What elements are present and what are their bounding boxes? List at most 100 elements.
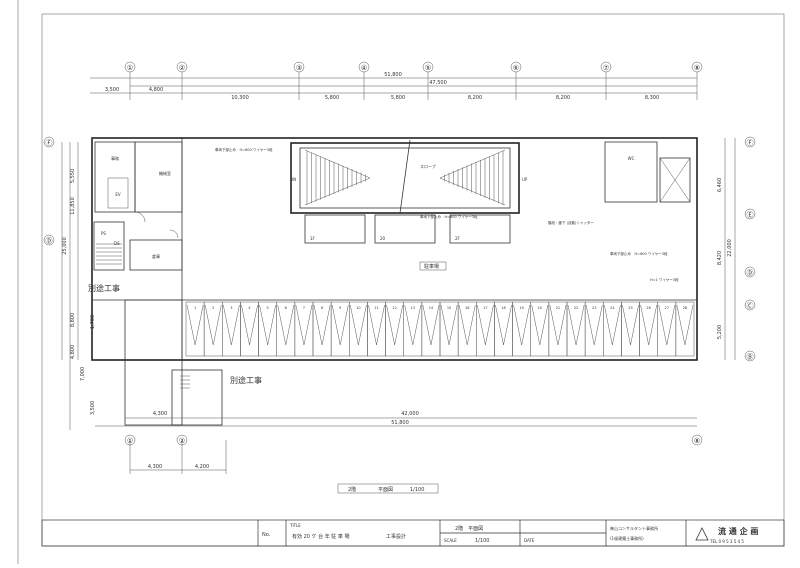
parking-stall <box>276 301 296 357</box>
tb-scale-label: SCALE <box>444 538 457 543</box>
stall-marking <box>676 304 694 346</box>
parking-stall <box>657 301 677 357</box>
grid-label: ⑤ <box>425 64 431 72</box>
stall-marking <box>204 304 222 346</box>
stall-marking <box>477 304 494 346</box>
stall-number: 14 <box>429 306 434 310</box>
dim-text: 8,420 <box>717 251 723 265</box>
title-block: No. TITLE 有効 20 ケ 台 年 駐 車 場 工事設計 SCALE 2… <box>41 519 785 547</box>
grid-label: ① <box>127 437 133 445</box>
stall-marking <box>440 304 458 346</box>
dim-text: 4,300 <box>148 464 162 470</box>
stall-marking <box>368 304 385 346</box>
tb-scale-value: 1/100 <box>475 538 489 544</box>
caption-label: 平面図 <box>378 487 393 493</box>
parking-stall <box>439 301 459 357</box>
dn-label: DN <box>290 177 296 182</box>
dim-text: 8,200 <box>468 95 482 101</box>
stall-marking <box>259 304 276 346</box>
stair-treads <box>96 243 122 265</box>
stall-marking <box>549 304 567 346</box>
stall-number: 7 <box>303 306 305 310</box>
grid-label: ① <box>127 64 133 72</box>
stall-number: 23 <box>592 306 596 310</box>
ds-label: DS <box>114 241 120 246</box>
dim-text: 8,200 <box>556 95 570 101</box>
dim-text: 22,000 <box>727 239 733 257</box>
tb-tel: TEL 0 9 5 3 5 4 5 <box>709 539 744 544</box>
tb-office-sub: (1級建築士事務所) <box>610 535 644 541</box>
stall-marking <box>404 304 422 346</box>
dim-text: 4,800 <box>149 87 163 93</box>
parking-stall <box>185 301 205 357</box>
stall-marking <box>386 304 403 346</box>
ramp-lines-left <box>304 149 371 206</box>
parking-stall <box>367 301 386 357</box>
stall-number: 9 <box>339 306 341 310</box>
stall-number: 19 <box>519 306 523 310</box>
toilet-room <box>604 141 658 203</box>
stall-marking <box>422 304 440 346</box>
stall-marking <box>277 304 295 346</box>
stall-number: 8 <box>321 306 323 310</box>
dim-text: 5,800 <box>391 95 405 101</box>
grid-label: ② <box>179 64 185 72</box>
stall-number: 2 <box>212 306 214 310</box>
dim-text: 3,500 <box>90 401 96 415</box>
tb-date-label: DATE <box>524 538 535 543</box>
ramp-diagonal <box>399 139 411 214</box>
parking-stall <box>639 301 658 357</box>
stall-marking <box>622 304 639 346</box>
tb-drawing: 2階 平面図 <box>455 525 483 532</box>
stall-marking <box>458 304 476 346</box>
grid-label: Ⓓ <box>46 237 53 245</box>
stall-marking <box>567 304 585 346</box>
company-logo-icon <box>695 527 709 541</box>
annotation-text: 車両下部止め H=600 ワイヤー3段 <box>215 147 273 152</box>
toilet-stall <box>659 157 691 203</box>
grid-label: Ⓑ <box>747 353 754 361</box>
dim-text: 4,200 <box>195 464 209 470</box>
dim-text: 1,700 <box>90 315 96 329</box>
grid-label: ④ <box>361 64 367 72</box>
stall-number: 20 <box>538 306 542 310</box>
parking-stall <box>258 301 277 357</box>
dim-text: 3,500 <box>105 87 119 93</box>
toilet-label: WC <box>628 156 635 161</box>
bottom-dimensions: 4,300 42,000 51,800 4,300 4,200 <box>95 411 697 474</box>
parking-stall <box>603 301 622 357</box>
dim-text: 10,300 <box>231 95 249 101</box>
stall-number: 6 <box>285 306 287 310</box>
stall-number: 26 <box>646 306 650 310</box>
parking-stall <box>621 301 640 357</box>
stall-number: 11 <box>374 306 378 310</box>
parking-stall <box>349 301 368 357</box>
dim-text: 51,800 <box>391 420 409 426</box>
parking-stall <box>294 301 314 357</box>
ramp-inner <box>299 147 511 209</box>
parking-stall <box>584 301 604 357</box>
stall-marking <box>640 304 657 346</box>
stall-number: 1 <box>194 306 196 310</box>
stall-marking <box>241 304 258 346</box>
parking-stall <box>675 301 695 357</box>
dim-text: 6,460 <box>717 178 723 192</box>
parking-stall <box>566 301 586 357</box>
stall-number: 12 <box>392 306 396 310</box>
stall-number: 24 <box>610 306 615 310</box>
stall-number: 27 <box>665 306 669 310</box>
grid-label: ⑧ <box>694 437 700 445</box>
parking-area-box <box>419 261 447 271</box>
tb-work: 工事設計 <box>386 533 406 540</box>
box-label: 20 <box>380 236 386 241</box>
toilet-block: WC <box>604 141 691 203</box>
drawing-caption: 2階 平面図 1/100 <box>337 483 439 494</box>
grid-label: Ⓓ <box>747 269 754 277</box>
stall-number: 15 <box>447 306 451 310</box>
ramp-ticks-right <box>444 151 504 205</box>
dim-text: 8,300 <box>645 95 659 101</box>
parking-stall <box>330 301 350 357</box>
stall-number: 21 <box>556 306 560 310</box>
ramp-label: スロープ <box>420 163 436 169</box>
